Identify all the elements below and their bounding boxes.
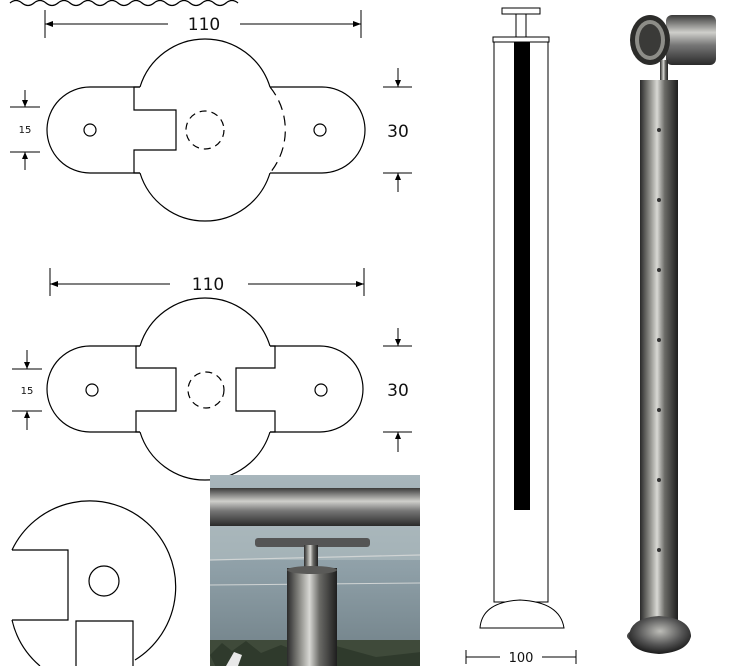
- plate-outline-1: [46, 86, 366, 174]
- installation-photo: [210, 475, 420, 666]
- plate-drawing-middle: 110 15 30: [12, 268, 412, 481]
- plate-outline-2: [46, 345, 364, 433]
- height-dimension-1: 30: [383, 68, 412, 192]
- width-label-1: 110: [188, 15, 220, 35]
- rotation-circle-1: [139, 38, 271, 88]
- slot-right-2: [235, 345, 276, 433]
- slot-left-1: [133, 86, 177, 174]
- bolt-hole-left-2: [85, 383, 99, 397]
- hole-label-1: 15: [19, 125, 32, 136]
- center-hole-hidden-2: [187, 371, 225, 409]
- disc-detail: [11, 500, 177, 666]
- post-slot: [514, 42, 530, 510]
- height-label-1: 30: [387, 122, 409, 142]
- center-hole-hidden-1: [185, 110, 225, 150]
- hole-dimension-2: 15: [12, 350, 42, 430]
- hole-dimension-1: 15: [10, 90, 40, 170]
- rotation-circle-2: [139, 297, 271, 347]
- bolt-hole-right-1: [313, 123, 327, 137]
- post-product-photo: [627, 15, 716, 654]
- post-base: [479, 599, 565, 629]
- width-dimension-1: 110: [44, 10, 362, 38]
- base-dimension: 100: [465, 650, 577, 666]
- disc-center-hole: [88, 565, 120, 597]
- plate-drawing-top: 110 15: [10, 10, 412, 222]
- width-label-2: 110: [192, 275, 224, 295]
- height-dimension-2: 30: [383, 328, 412, 452]
- width-dimension-2: 110: [49, 268, 365, 296]
- bolt-hole-left-1: [83, 123, 97, 137]
- base-dim-label: 100: [509, 651, 534, 666]
- disc-outline: [11, 500, 177, 661]
- height-label-2: 30: [387, 381, 409, 401]
- slot-left-2: [135, 345, 177, 433]
- hole-label-2: 15: [21, 386, 34, 397]
- top-cropped-caption: [9, 0, 239, 7]
- bolt-hole-right-2: [314, 383, 328, 397]
- post-drawing: 100: [465, 7, 577, 666]
